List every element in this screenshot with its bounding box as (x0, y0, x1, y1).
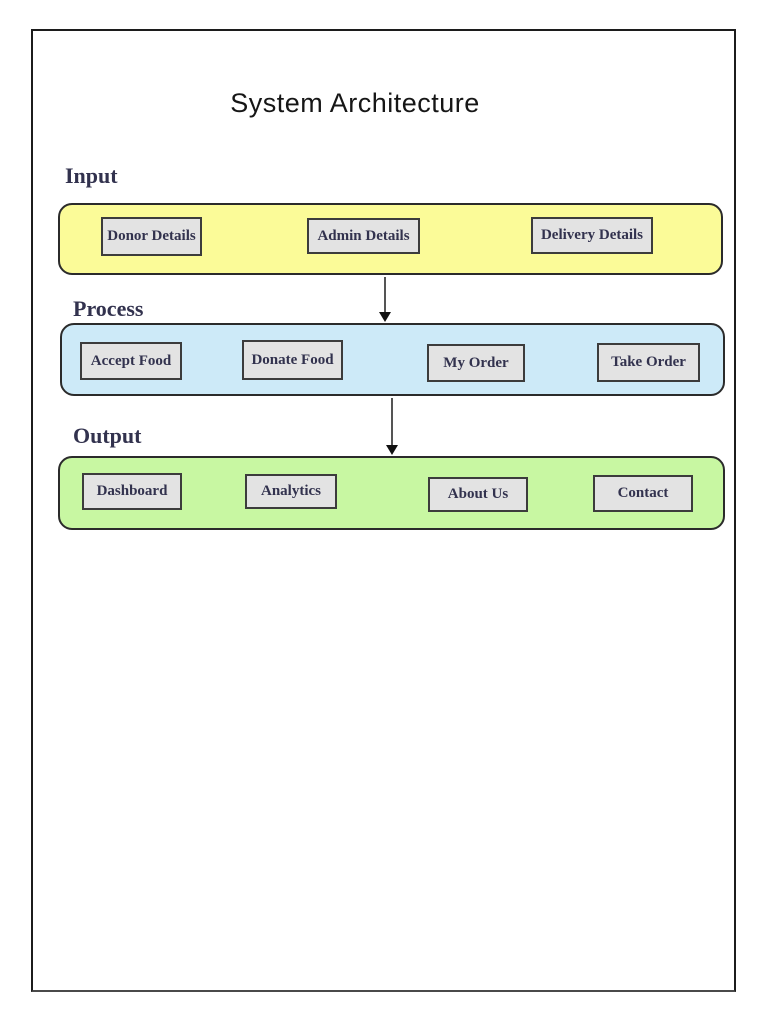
arrow-process-to-output (391, 398, 393, 450)
arrowhead-down-icon (386, 445, 398, 455)
section-label-process: Process (73, 296, 144, 321)
node-contact: Contact (593, 475, 693, 512)
section-label-input: Input (65, 163, 118, 188)
section-label-output: Output (73, 423, 142, 448)
node-about-us: About Us (428, 477, 528, 512)
page-title: System Architecture (230, 88, 480, 118)
node-dashboard: Dashboard (82, 473, 182, 510)
node-delivery-details: Delivery Details (531, 217, 653, 254)
arrow-input-to-process (384, 277, 386, 317)
node-admin-details: Admin Details (307, 218, 420, 254)
node-accept-food: Accept Food (80, 342, 182, 380)
node-donate-food: Donate Food (242, 340, 343, 380)
node-analytics: Analytics (245, 474, 337, 509)
node-take-order: Take Order (597, 343, 700, 382)
node-donor-details: Donor Details (101, 217, 202, 256)
arrowhead-down-icon (379, 312, 391, 322)
node-my-order: My Order (427, 344, 525, 382)
